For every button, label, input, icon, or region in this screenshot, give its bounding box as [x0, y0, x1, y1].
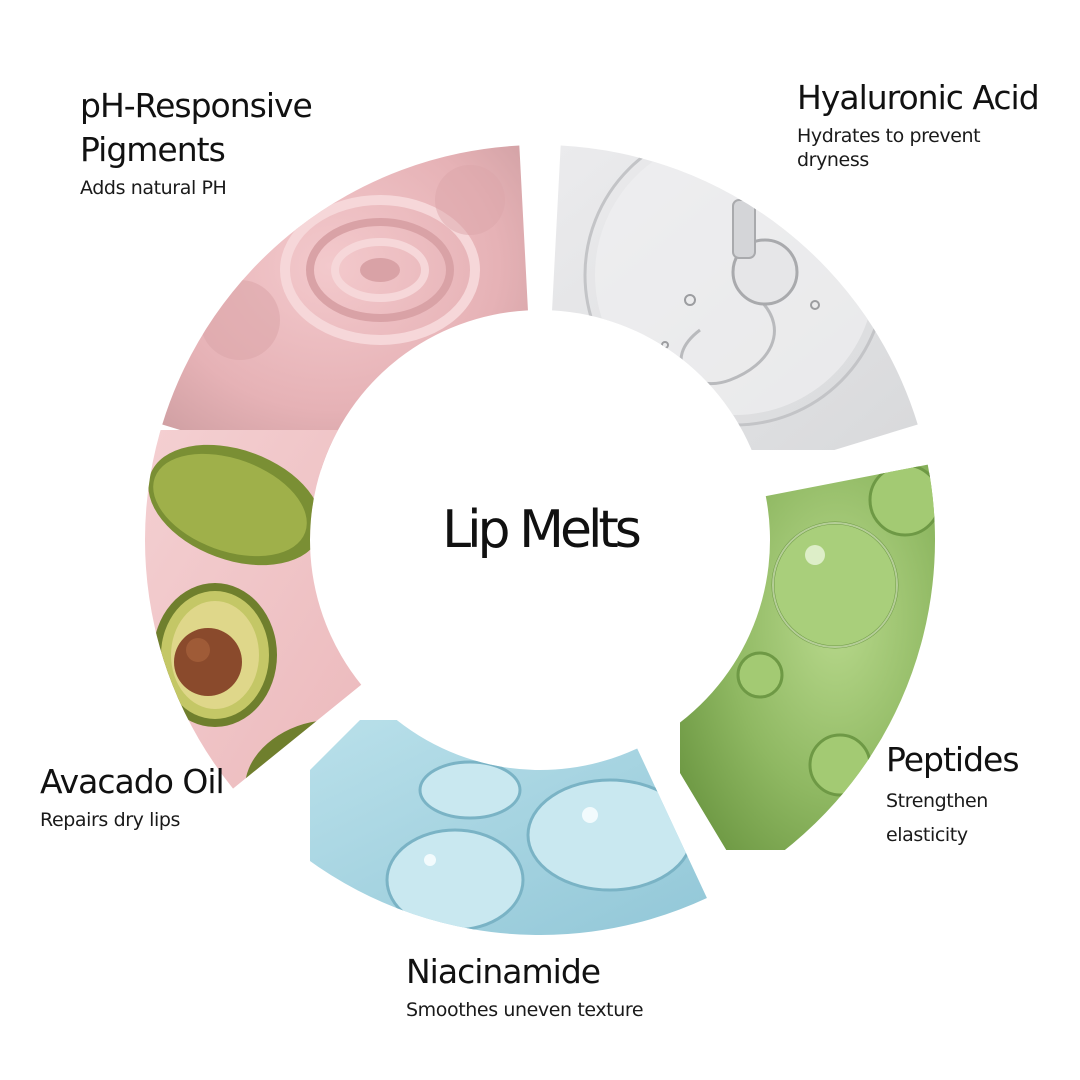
hyaluronic-acid-desc: Hydrates to prevent dryness: [797, 125, 981, 171]
niacinamide-desc: Smoothes uneven texture: [406, 999, 644, 1021]
segment-ph-pigments: [162, 145, 528, 470]
label-avocado-oil: Avacado Oil Repairs dry lips: [40, 760, 225, 832]
peptides-desc: Strengthen elasticity: [886, 790, 988, 846]
ph-pigments-desc: Adds natural PH: [80, 177, 227, 199]
center-title: Lip Melts: [442, 500, 642, 560]
segment-hyaluronic-acid: [552, 145, 918, 450]
avocado-oil-title: Avacado Oil: [40, 762, 225, 801]
peptides-title: Peptides: [886, 740, 1020, 779]
label-peptides: Peptides Strengthen elasticity: [886, 738, 1020, 852]
hyaluronic-acid-title: Hyaluronic Acid: [797, 78, 1040, 117]
label-niacinamide: Niacinamide Smoothes uneven texture: [406, 950, 644, 1022]
ph-pigments-title: pH-Responsive Pigments: [80, 86, 313, 169]
label-hyaluronic-acid: Hyaluronic Acid Hydrates to prevent dryn…: [797, 76, 1040, 172]
label-ph-pigments: pH-Responsive Pigments Adds natural PH: [80, 84, 313, 200]
avocado-oil-desc: Repairs dry lips: [40, 809, 181, 831]
niacinamide-title: Niacinamide: [406, 952, 601, 991]
